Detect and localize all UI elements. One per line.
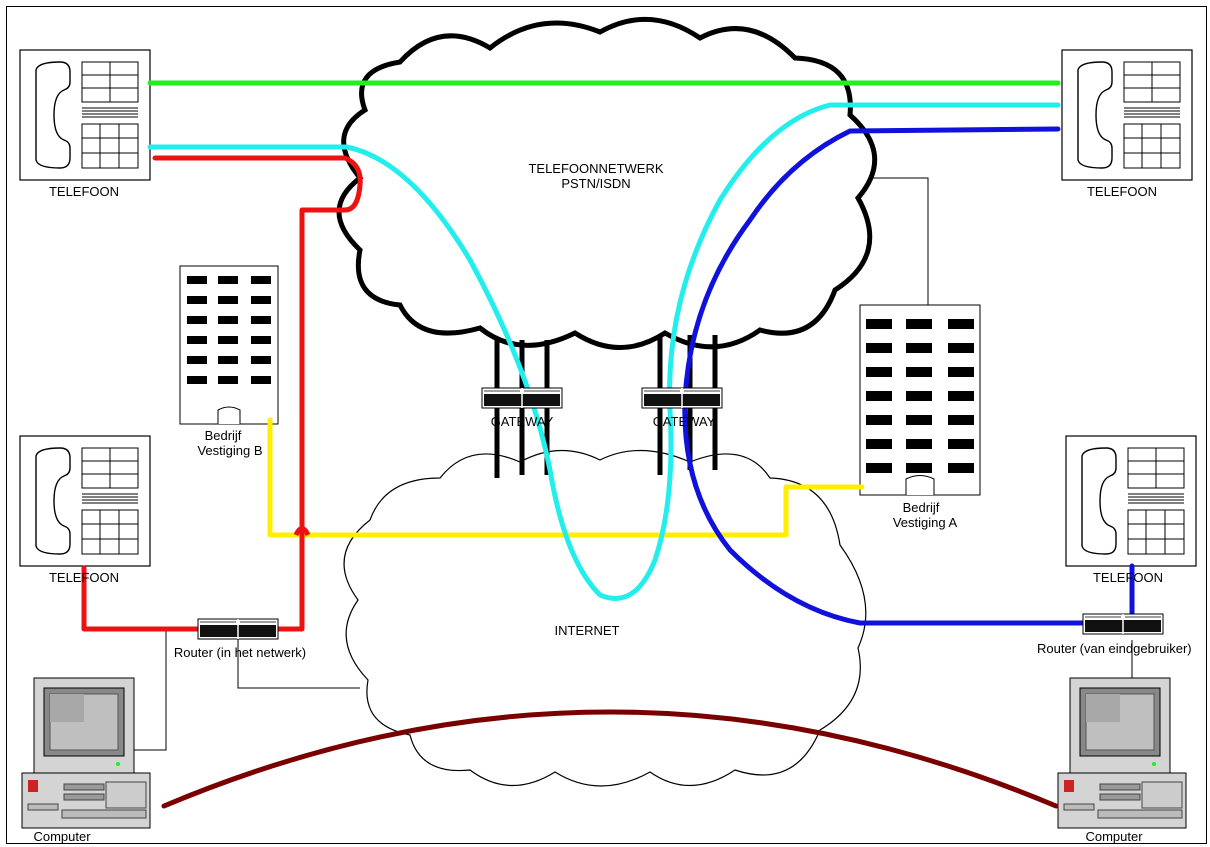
internet-label: INTERNET — [555, 623, 620, 638]
router-left-label: Router (in het netwerk) — [174, 645, 306, 660]
phone-top-left — [19, 49, 151, 181]
gateway-left-box — [481, 387, 563, 409]
pstn-label-line2: PSTN/ISDN — [561, 176, 630, 191]
pstn-label-line1: TELEFOONNETWERK — [528, 161, 663, 176]
computer-left-label: Computer — [33, 829, 91, 844]
phone-mid-left — [19, 435, 151, 567]
phone-mid-right-label: TELEFOON — [1093, 570, 1163, 585]
phone-top-right-label: TELEFOON — [1087, 184, 1157, 199]
phone-mid-left-label: TELEFOON — [49, 570, 119, 585]
link-maroon — [161, 709, 1059, 809]
link-cyan-left — [147, 102, 1061, 601]
gateway-left-label: GATEWAY — [491, 414, 554, 429]
diagram-frame — [6, 6, 1207, 844]
phone-top-right — [1061, 49, 1193, 181]
router-right-label: Router (van eindgebruiker) — [1037, 641, 1192, 656]
building-b-label-line2: Vestiging B — [197, 443, 262, 458]
link-yellow — [267, 417, 865, 538]
link-hop — [293, 526, 311, 537]
computer-left — [21, 677, 151, 829]
computer-right-label: Computer — [1085, 829, 1143, 844]
router-right-box — [1082, 613, 1164, 635]
colored-links — [81, 80, 1135, 809]
building-vestiging-a — [859, 304, 981, 496]
building-a-label-line1: Bedrijf — [903, 500, 940, 515]
gateway-right-label: GATEWAY — [653, 414, 716, 429]
gateway-right-box — [641, 387, 723, 409]
phone-top-left-label: TELEFOON — [49, 184, 119, 199]
phone-mid-right — [1065, 435, 1197, 567]
building-a-label-line2: Vestiging A — [893, 515, 958, 530]
computer-right — [1057, 677, 1187, 829]
building-vestiging-b — [179, 265, 279, 425]
link-red — [81, 155, 363, 632]
router-left-box — [197, 618, 279, 640]
building-b-label-line1: Bedrijf — [205, 428, 242, 443]
